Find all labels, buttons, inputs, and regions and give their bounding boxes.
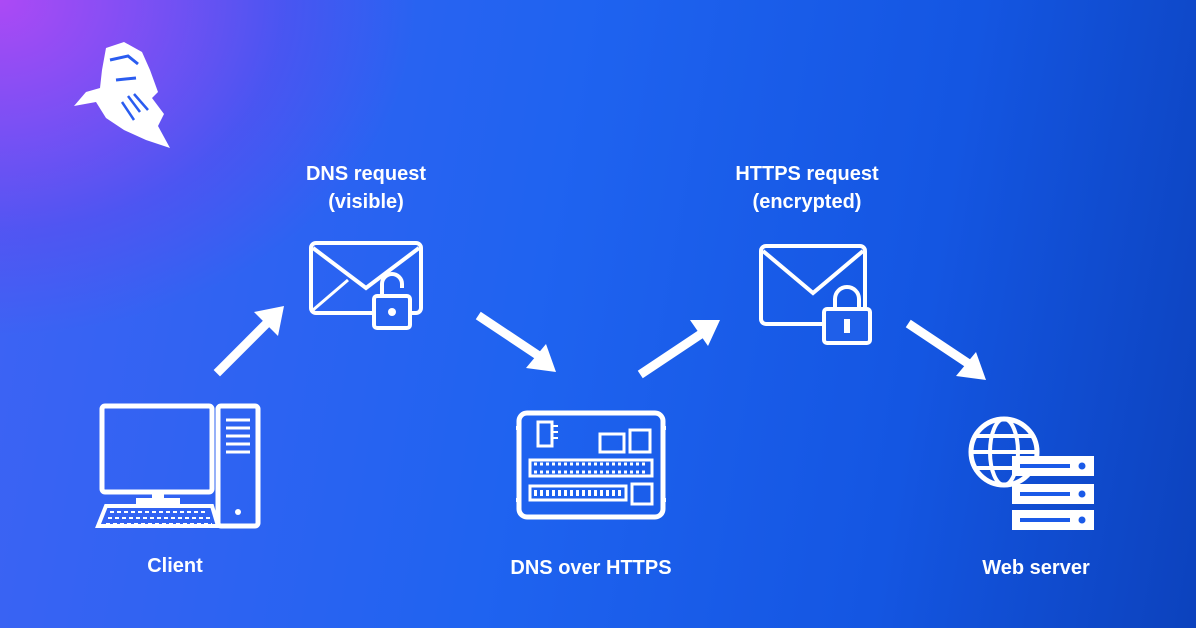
https-request-title: HTTPS request xyxy=(735,163,879,185)
arrow-doh-to-https xyxy=(637,320,720,379)
arrow-client-to-dns xyxy=(213,306,284,377)
https-request-envelope xyxy=(758,243,872,348)
envelope-open-lock-icon xyxy=(309,241,423,330)
dns-request-subtitle: (visible) xyxy=(328,191,404,213)
client-label: Client xyxy=(147,555,203,577)
circuit-board-icon xyxy=(516,410,666,520)
envelope-closed-lock-icon xyxy=(759,244,872,345)
web-server-label: Web server xyxy=(982,557,1090,579)
arrow-https-to-server xyxy=(905,319,986,380)
https-request-label: HTTPS request (encrypted) xyxy=(697,160,917,216)
dns-request-title: DNS request xyxy=(305,163,427,185)
client-computer xyxy=(95,402,266,532)
bearded-head-logo-icon xyxy=(74,42,170,148)
dns-request-label: DNS request (visible) xyxy=(256,160,476,216)
dns-request-envelope xyxy=(308,240,423,335)
https-request-subtitle: (encrypted) xyxy=(752,191,862,213)
desktop-computer-icon xyxy=(95,403,261,529)
doh-label: DNS over HTTPS xyxy=(510,557,672,579)
web-server xyxy=(966,414,1098,532)
doh-board xyxy=(516,410,666,520)
arrow-dns-to-doh xyxy=(475,311,556,372)
globe-server-icon xyxy=(968,416,1094,530)
logo xyxy=(66,40,176,155)
